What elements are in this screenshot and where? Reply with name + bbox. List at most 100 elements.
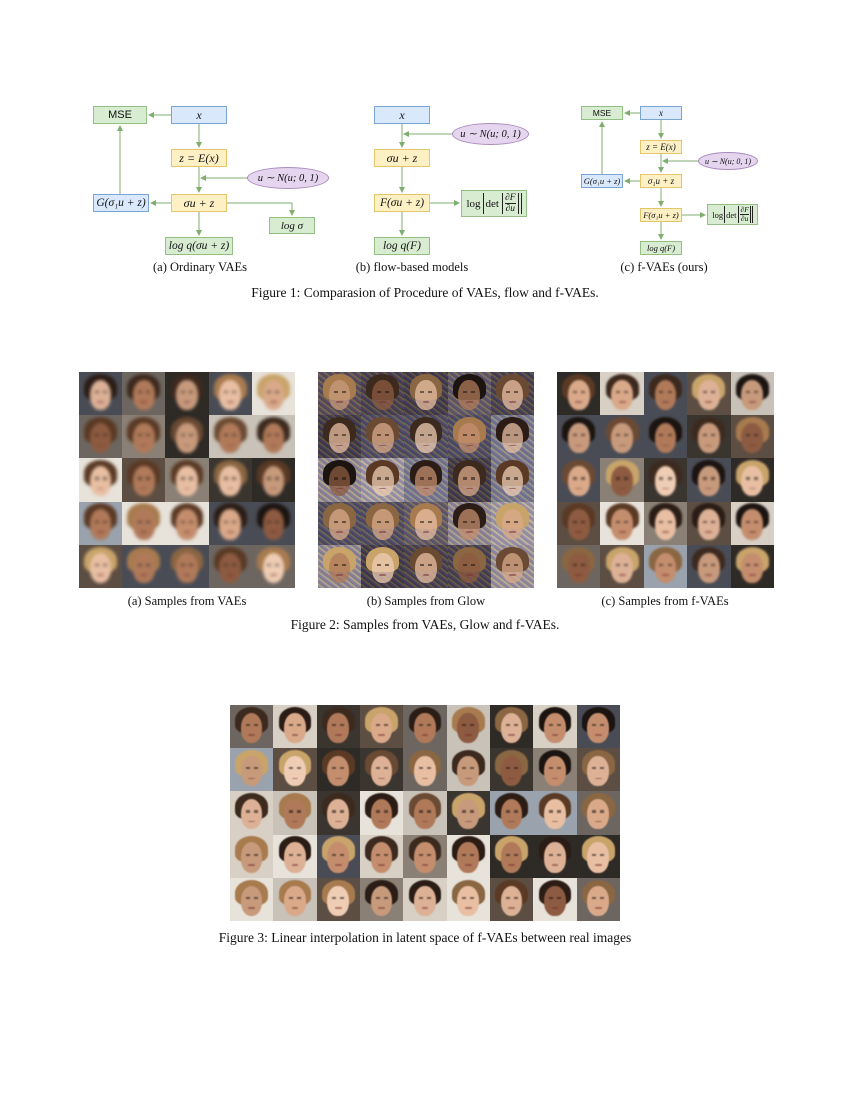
- face-sample-25: [251, 544, 295, 588]
- face-sample-19: [687, 501, 731, 545]
- face-sample-24: [208, 544, 252, 588]
- face-sample-11: [318, 458, 362, 502]
- face-sample-5: [403, 705, 447, 749]
- logdet-log: log: [466, 197, 481, 210]
- encoder-box: z = E(x): [640, 140, 682, 154]
- face-sample-22: [122, 544, 166, 588]
- face-sample-15: [446, 748, 490, 792]
- log-q-box: log q(F): [374, 237, 430, 255]
- face-sample-9: [687, 415, 731, 459]
- face-sample-2: [361, 372, 405, 416]
- face-sample-25: [490, 544, 534, 588]
- face-sample-23: [643, 544, 688, 588]
- face-sample-12: [600, 458, 644, 502]
- face-sample-11: [79, 458, 123, 502]
- noise-cloud: u ∼ N(u; 0, 1): [452, 123, 529, 145]
- face-sample-8: [643, 415, 688, 459]
- logdet-box: log det ∂F ∂u: [707, 204, 758, 225]
- face-sample-22: [600, 544, 644, 588]
- flow-f-box: F(σ₁u + z): [640, 208, 682, 222]
- mse-box: MSE: [581, 106, 623, 120]
- decoder-box: G(σ₁u + z): [581, 174, 623, 188]
- mse-box: MSE: [93, 106, 147, 124]
- face-sample-17: [533, 748, 577, 792]
- face-sample-39: [316, 877, 360, 921]
- face-sample-34: [489, 834, 534, 878]
- face-sample-11: [273, 748, 317, 792]
- subcaption-1c: (c) f-VAEs (ours): [620, 260, 708, 274]
- face-sample-15: [490, 458, 534, 502]
- face-sample-8: [533, 705, 577, 749]
- face-sample-21: [318, 544, 362, 588]
- face-sample-19: [230, 791, 274, 835]
- logdet-denominator: ∂u: [740, 214, 749, 223]
- face-sample-35: [533, 834, 577, 878]
- face-sample-8: [404, 415, 448, 459]
- face-sample-10: [230, 748, 274, 792]
- face-sample-21: [557, 544, 601, 588]
- face-sample-41: [403, 877, 447, 921]
- logdet-jacobian: ∂F ∂u: [502, 193, 519, 214]
- face-sample-7: [122, 415, 166, 459]
- face-sample-14: [208, 458, 252, 502]
- face-sample-16: [79, 501, 123, 545]
- face-sample-43: [489, 877, 534, 921]
- face-sample-15: [251, 458, 295, 502]
- logdet-det: det: [485, 197, 499, 210]
- glow-samples-grid: [318, 372, 534, 588]
- logdet-box: log det ∂F ∂u: [461, 190, 527, 217]
- face-sample-6: [79, 415, 123, 459]
- face-sample-22: [359, 791, 404, 835]
- face-sample-23: [404, 544, 448, 588]
- face-sample-20: [730, 501, 774, 545]
- sigma-u-z-box: σu + z: [171, 194, 227, 212]
- logdet-numerator: ∂F: [505, 193, 516, 204]
- face-sample-18: [643, 501, 688, 545]
- face-sample-22: [361, 544, 405, 588]
- face-sample-14: [403, 748, 447, 792]
- face-sample-11: [557, 458, 601, 502]
- face-sample-10: [251, 415, 295, 459]
- face-sample-4: [359, 705, 404, 749]
- figure-1-arrows: [117, 110, 706, 240]
- face-sample-6: [318, 415, 362, 459]
- face-sample-42: [446, 877, 490, 921]
- log-q-box: log q(σu + z): [165, 237, 233, 255]
- face-sample-25: [489, 791, 534, 835]
- log-q-box: log q(F): [640, 241, 682, 255]
- face-sample-18: [165, 501, 209, 545]
- face-sample-13: [643, 458, 688, 502]
- face-sample-7: [361, 415, 405, 459]
- face-sample-20: [251, 501, 295, 545]
- encoder-box: z = E(x): [171, 149, 227, 167]
- face-sample-1: [230, 705, 274, 749]
- logdet-abs: det ∂F ∂u: [482, 193, 522, 214]
- noise-cloud: u ∼ N(u; 0, 1): [247, 167, 329, 189]
- face-sample-7: [489, 705, 534, 749]
- face-sample-30: [316, 834, 360, 878]
- log-sigma-box: log σ: [269, 217, 315, 234]
- subcaption-2c: (c) Samples from f-VAEs: [601, 594, 729, 608]
- face-sample-9: [576, 705, 620, 749]
- face-sample-24: [446, 791, 490, 835]
- flow-f-box: F(σu + z): [374, 194, 430, 212]
- face-sample-31: [359, 834, 404, 878]
- face-sample-17: [600, 501, 644, 545]
- face-sample-12: [361, 458, 405, 502]
- face-sample-13: [404, 458, 448, 502]
- face-sample-25: [730, 544, 774, 588]
- face-sample-37: [230, 877, 274, 921]
- face-sample-1: [79, 372, 123, 416]
- face-sample-28: [230, 834, 274, 878]
- face-sample-23: [403, 791, 447, 835]
- subcaption-1b: (b) flow-based models: [355, 260, 469, 274]
- face-sample-33: [446, 834, 490, 878]
- face-sample-3: [165, 372, 209, 416]
- logdet-numerator: ∂F: [740, 205, 749, 215]
- face-sample-19: [447, 501, 491, 545]
- face-sample-24: [687, 544, 731, 588]
- face-sample-12: [316, 748, 360, 792]
- face-sample-27: [576, 791, 620, 835]
- sigma1-u-z-box: σ₁u + z: [640, 174, 682, 188]
- figure-2-caption: Figure 2: Samples from VAEs, Glow and f-…: [290, 617, 560, 632]
